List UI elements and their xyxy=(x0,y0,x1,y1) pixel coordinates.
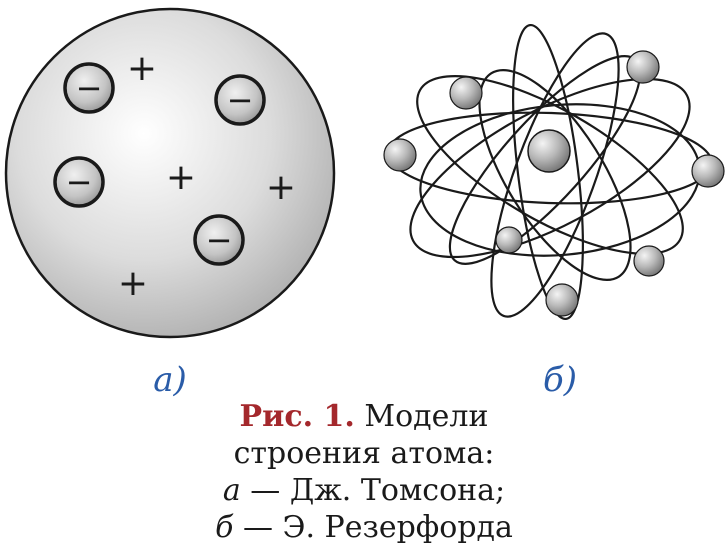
orbit xyxy=(409,77,691,259)
caption-line-1: Рис. 1. Модели xyxy=(0,398,728,435)
plus-sign: + xyxy=(166,157,196,198)
orbit-electron xyxy=(691,154,725,188)
plus-sign: + xyxy=(118,263,148,304)
electron: − xyxy=(53,156,105,208)
caption-title: Модели xyxy=(354,399,489,434)
panel-label-a: а) xyxy=(153,360,187,400)
orbit-electron xyxy=(633,245,665,277)
plus-sign: + xyxy=(266,167,296,208)
orbit-electron xyxy=(449,76,483,110)
caption-line-3: а — Дж. Томсона; xyxy=(0,472,728,509)
orbit-electron xyxy=(383,138,417,172)
caption-letter-a: а xyxy=(222,473,241,508)
figure-number: Рис. 1. xyxy=(239,399,355,434)
plus-sign: + xyxy=(127,48,157,89)
orbit xyxy=(512,23,584,321)
electron: − xyxy=(63,62,115,114)
electron: − xyxy=(193,214,245,266)
orbits xyxy=(386,23,714,321)
thomson-model: − − − − + + + + xyxy=(4,7,336,339)
electron: − xyxy=(214,74,266,126)
orbit-electron xyxy=(495,226,523,254)
orbit xyxy=(478,69,632,281)
caption-line-2: строения атома: xyxy=(233,436,495,471)
panel-label-b: б) xyxy=(542,360,578,400)
minus-sign: − xyxy=(76,69,103,107)
orbit-electron xyxy=(626,50,660,84)
figure-caption: Рис. 1. Модели строения атома: а — Дж. Т… xyxy=(0,398,728,546)
rutherford-model xyxy=(383,23,725,321)
caption-rutherford: — Э. Резерфорда xyxy=(233,510,513,545)
nucleus xyxy=(527,129,571,173)
caption-letter-b: б xyxy=(215,510,234,545)
orbit xyxy=(490,32,620,318)
orbit-electron xyxy=(545,283,579,317)
minus-sign: − xyxy=(206,221,233,259)
minus-sign: − xyxy=(66,163,93,201)
caption-line-4: б — Э. Резерфорда xyxy=(0,509,728,546)
minus-sign: − xyxy=(227,81,254,119)
caption-thomson: — Дж. Томсона; xyxy=(240,473,506,508)
orbit xyxy=(419,103,701,257)
